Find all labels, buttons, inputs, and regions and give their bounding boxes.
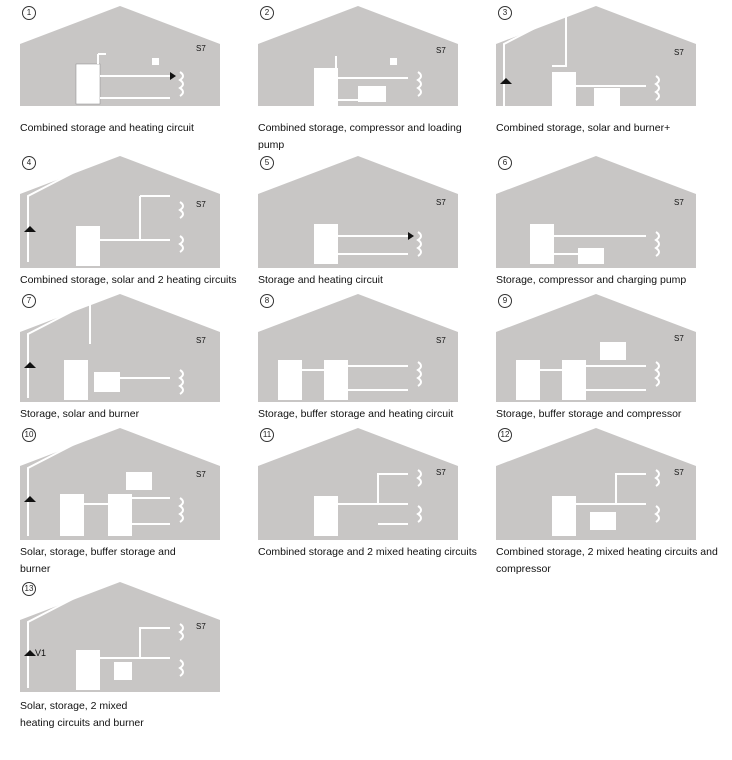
- diagram-8: 8 S7 Storage, buffer storage and heating…: [258, 294, 478, 454]
- diagram-caption: Solar, storage, buffer storage and burne…: [20, 546, 176, 575]
- diagram-caption: Storage, buffer storage and compressor: [496, 408, 682, 420]
- sensor-label: S7: [196, 470, 206, 479]
- diagram-number: 2: [260, 6, 274, 20]
- diagram-2: 2 S7 Combined storage, compressor and lo…: [258, 6, 478, 166]
- sensor-label: S7: [436, 46, 446, 55]
- diagram-7: 7 S7 Storage, solar and burner: [20, 294, 240, 454]
- house-schematic: [496, 428, 696, 540]
- diagram-caption: Storage, buffer storage and heating circ…: [258, 408, 454, 420]
- house-schematic: [258, 428, 458, 540]
- house-schematic: [20, 582, 220, 692]
- sensor-label: S7: [196, 200, 206, 209]
- sensor-label: S7: [196, 44, 206, 53]
- diagram-number: 1: [22, 6, 36, 20]
- diagram-number: 8: [260, 294, 274, 308]
- diagram-caption: Storage and heating circuit: [258, 274, 383, 286]
- diagram-number: 6: [498, 156, 512, 170]
- diagram-number: 11: [260, 428, 274, 442]
- sensor-label: S7: [674, 48, 684, 57]
- diagram-number: 7: [22, 294, 36, 308]
- diagram-caption: Combined storage, solar and burner+: [496, 122, 671, 134]
- diagram-caption: Combined storage, compressor and loading…: [258, 122, 462, 151]
- diagram-11: 11 S7 Combined storage and 2 mixed heati…: [258, 428, 478, 588]
- diagram-caption: Combined storage, solar and 2 heating ci…: [20, 274, 237, 286]
- house-schematic: [258, 156, 458, 268]
- diagram-number: 9: [498, 294, 512, 308]
- sensor-label: S7: [436, 198, 446, 207]
- diagram-number: 13: [22, 582, 36, 596]
- diagram-number: 10: [22, 428, 36, 442]
- diagram-6: 6 S7 Storage, compressor and charging pu…: [496, 156, 716, 316]
- house-schematic: [20, 6, 220, 106]
- sensor-label: S7: [674, 334, 684, 343]
- diagram-caption: Solar, storage, 2 mixed heating circuits…: [20, 700, 144, 729]
- house-schematic: [496, 6, 696, 108]
- sensor-label: S7: [196, 622, 206, 631]
- sensor-label: S7: [674, 468, 684, 477]
- diagram-number: 12: [498, 428, 512, 442]
- sensor-label: S7: [436, 468, 446, 477]
- house-schematic: [496, 294, 696, 402]
- house-schematic: [258, 6, 458, 108]
- diagram-1: 1 S7 Combined storage and heating circui…: [20, 6, 240, 166]
- diagram-5: 5 S7 Storage and heating circuit: [258, 156, 478, 316]
- diagram-13: 13 S7 V1 Solar, storage, 2 mixed heating…: [20, 582, 240, 752]
- sensor-label: S7: [674, 198, 684, 207]
- diagram-caption: Storage, compressor and charging pump: [496, 274, 687, 286]
- diagram-10: 10 S7 Solar, storage, buffer storage and…: [20, 428, 240, 588]
- house-schematic: [20, 428, 220, 540]
- diagram-3: 3 S7 Combined storage, solar and burner+: [496, 6, 716, 166]
- house-schematic: [258, 294, 458, 402]
- diagram-number: 3: [498, 6, 512, 20]
- diagram-caption: Combined storage, 2 mixed heating circui…: [496, 546, 718, 575]
- diagram-caption: Combined storage and 2 mixed heating cir…: [258, 546, 477, 558]
- house-schematic: [20, 294, 220, 402]
- diagram-4: 4 S7 Combined storage, solar and 2 heati…: [20, 156, 240, 316]
- house-schematic: [496, 156, 696, 268]
- diagram-caption: Storage, solar and burner: [20, 408, 140, 420]
- diagram-number: 4: [22, 156, 36, 170]
- diagram-9: 9 S7 Storage, buffer storage and compres…: [496, 294, 716, 454]
- diagram-number: 5: [260, 156, 274, 170]
- diagram-12: 12 S7 Combined storage, 2 mixed heating …: [496, 428, 718, 588]
- sensor-label: S7: [196, 336, 206, 345]
- diagram-caption: Combined storage and heating circuit: [20, 122, 194, 134]
- sensor-label: S7: [436, 336, 446, 345]
- valve-label: V1: [35, 648, 47, 658]
- house-schematic: [20, 156, 220, 268]
